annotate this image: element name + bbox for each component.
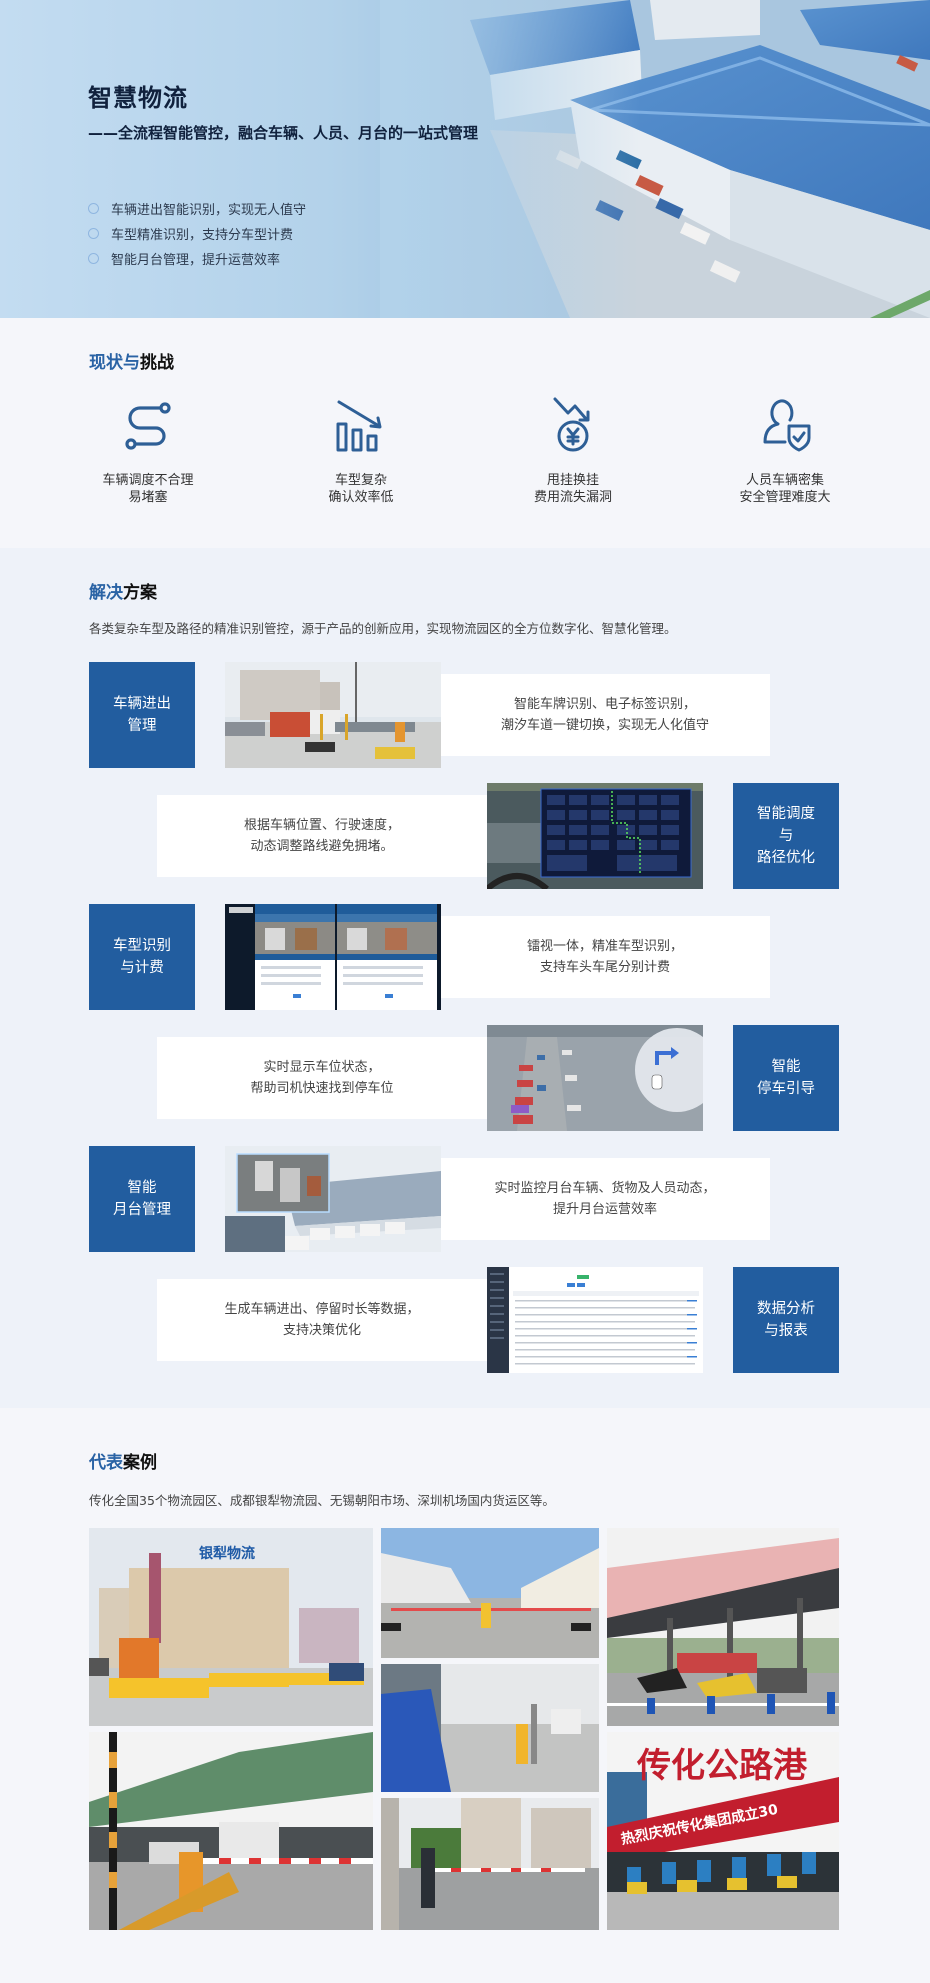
cases-heading: 代表案例 (89, 1453, 157, 1473)
challenge-item: 车型复杂确认效率低 (276, 396, 446, 506)
solutions-section: 解决方案 各类复杂车型及路径的精准识别管控，源于产品的创新应用，实现物流园区的全… (0, 548, 930, 1408)
solution-label-vehicle-type-billing: 车型识别与计费 (89, 904, 195, 1010)
solution-label-dispatch-routing: 智能调度与路径优化 (733, 783, 839, 889)
circle-bullet-icon (88, 253, 99, 264)
hero-title: 智慧物流 (88, 84, 188, 112)
dispatch-route-map-image (487, 783, 703, 889)
challenge-item: 车辆调度不合理易堵塞 (63, 396, 233, 506)
case-photo-transfar-highway-port: 传化公路港 热烈庆祝传化集团成立30 (607, 1732, 839, 1930)
case-photo-market-barrier (89, 1732, 373, 1930)
hero-feature-list: 车辆进出智能识别，实现无人值守 车型精准识别，支持分车型计费 智能月台管理，提升… (88, 196, 306, 271)
case-photo-residential-barrier (381, 1798, 599, 1930)
hero-banner: 智慧物流 ——全流程智能管控，融合车辆、人员、月台的一站式管理 车辆进出智能识别… (0, 0, 930, 318)
case-photo-warehouse-entrance (381, 1528, 599, 1658)
case-photo-truck-at-gate (381, 1664, 599, 1792)
hero-gradient-overlay (380, 0, 640, 318)
hero-feature-item: 车型精准识别，支持分车型计费 (88, 221, 306, 246)
circle-bullet-icon (88, 203, 99, 214)
challenges-section: 现状与挑战 车辆调度不合理易堵塞 车型复杂确认效率低 甩挂换挂费用流失漏洞 (0, 318, 930, 548)
vehicle-gate-barrier-image (225, 662, 441, 768)
declining-bar-chart-icon (336, 400, 382, 452)
case-sign-text: 传化公路港 (636, 1746, 808, 1786)
hero-feature-item: 车辆进出智能识别，实现无人值守 (88, 196, 306, 221)
yuan-coin-loss-icon (553, 397, 590, 452)
challenge-item: 人员车辆密集安全管理难度大 (700, 396, 870, 506)
solutions-heading: 解决方案 (89, 583, 157, 603)
cases-section: 代表案例 传化全国35个物流园区、成都银犁物流园、无锡朝阳市场、深圳机场国内货运… (0, 1408, 930, 1983)
data-report-table-image (487, 1267, 703, 1373)
solutions-description: 各类复杂车型及路径的精准识别管控，源于产品的创新应用，实现物流园区的全方位数字化… (89, 621, 677, 636)
dock-monitoring-image (225, 1146, 441, 1252)
route-icon (125, 402, 171, 450)
solution-label-vehicle-access: 车辆进出管理 (89, 662, 195, 768)
case-sign-text: 银犁物流 (199, 1545, 255, 1562)
user-shield-icon (763, 399, 811, 452)
circle-bullet-icon (88, 228, 99, 239)
solution-label-dock-management: 智能月台管理 (89, 1146, 195, 1252)
case-photo-yinli-gate: 银犁物流 (89, 1528, 373, 1726)
case-photo-toll-canopy (607, 1528, 839, 1726)
challenges-heading: 现状与挑战 (89, 353, 174, 373)
solution-label-parking-guidance: 智能停车引导 (733, 1025, 839, 1131)
hero-subtitle: ——全流程智能管控，融合车辆、人员、月台的一站式管理 (88, 124, 479, 142)
solution-label-data-reports: 数据分析与报表 (733, 1267, 839, 1373)
challenge-item: 甩挂换挂费用流失漏洞 (488, 396, 658, 506)
cases-description: 传化全国35个物流园区、成都银犁物流园、无锡朝阳市场、深圳机场国内货运区等。 (89, 1493, 555, 1508)
parking-guidance-image (487, 1025, 703, 1131)
hero-feature-item: 智能月台管理，提升运营效率 (88, 246, 306, 271)
vehicle-recognition-software-image (225, 904, 441, 1010)
